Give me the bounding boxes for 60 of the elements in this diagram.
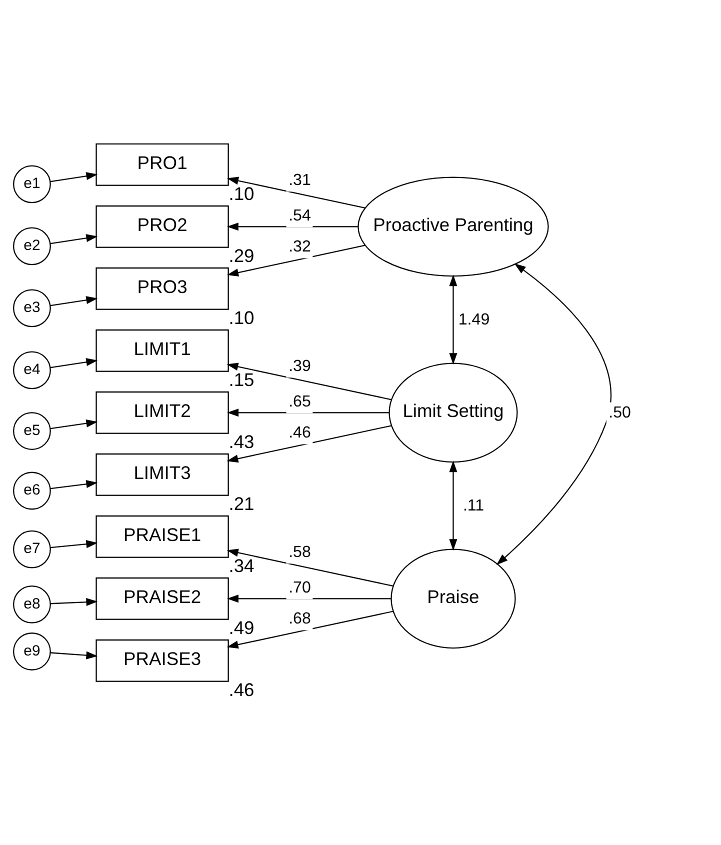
arrow (50, 358, 98, 368)
node-ellipse: Proactive Parenting (357, 176, 548, 276)
arrow (50, 650, 98, 659)
node-circle: e7 (12, 530, 50, 568)
edge-label: .70 (288, 578, 310, 596)
node-label: .34 (228, 554, 254, 576)
edge-label: .32 (288, 237, 310, 256)
node-ellipse: Limit Setting (388, 362, 518, 462)
node-box: PRO1 (95, 142, 228, 186)
arrow (448, 460, 457, 550)
node-label: .15 (228, 368, 254, 390)
node-label: .43 (228, 430, 254, 452)
arrow (226, 176, 365, 208)
node-circle: e3 (12, 288, 50, 327)
node-box: LIMIT3 (95, 452, 228, 496)
node-box: PRO2 (95, 204, 228, 248)
node-circle: e6 (12, 471, 50, 510)
node-ellipse: Praise (390, 548, 516, 648)
node-box: LIMIT2 (95, 390, 228, 434)
edge-label: .54 (288, 206, 310, 224)
edge-label: .68 (288, 609, 310, 628)
node-box: PRO3 (95, 266, 228, 310)
node-label: .49 (228, 616, 254, 638)
arrow (50, 172, 98, 182)
arrow (226, 610, 393, 648)
arrow (226, 244, 365, 276)
arrow (226, 362, 392, 400)
arrow (50, 234, 98, 244)
arrow (448, 274, 457, 364)
node-label: .21 (228, 492, 254, 514)
arrow (50, 296, 98, 306)
edge-label: .46 (288, 423, 310, 442)
node-circle: e1 (12, 164, 50, 203)
edge-label: .31 (288, 170, 310, 188)
arrow (50, 598, 98, 606)
edge-label: .11 (462, 496, 484, 514)
arrow (226, 424, 392, 462)
node-box: PRAISE1 (95, 514, 228, 558)
edge-label: .65 (288, 392, 310, 410)
edge-label: .50 (608, 402, 631, 421)
node-label: .46 (228, 678, 254, 700)
arrow (496, 262, 611, 565)
edge-label: .58 (288, 542, 310, 560)
node-box: PRAISE2 (95, 576, 228, 620)
node-circle: e9 (12, 632, 50, 670)
node-box: LIMIT1 (95, 328, 228, 372)
arrow (226, 548, 393, 586)
node-label: .10 (228, 306, 254, 328)
arrow (50, 418, 98, 429)
node-circle: e2 (12, 226, 50, 265)
node-circle: e5 (12, 412, 50, 450)
node-label: .10 (228, 182, 254, 204)
arrow (50, 480, 98, 489)
node-circle: e8 (12, 584, 50, 623)
edge-label: .39 (288, 356, 310, 374)
node-circle: e4 (12, 350, 50, 389)
node-label: .29 (228, 244, 254, 266)
arrow (50, 540, 98, 548)
edge-label: 1.49 (458, 310, 490, 328)
node-box: PRAISE3 (95, 638, 228, 682)
